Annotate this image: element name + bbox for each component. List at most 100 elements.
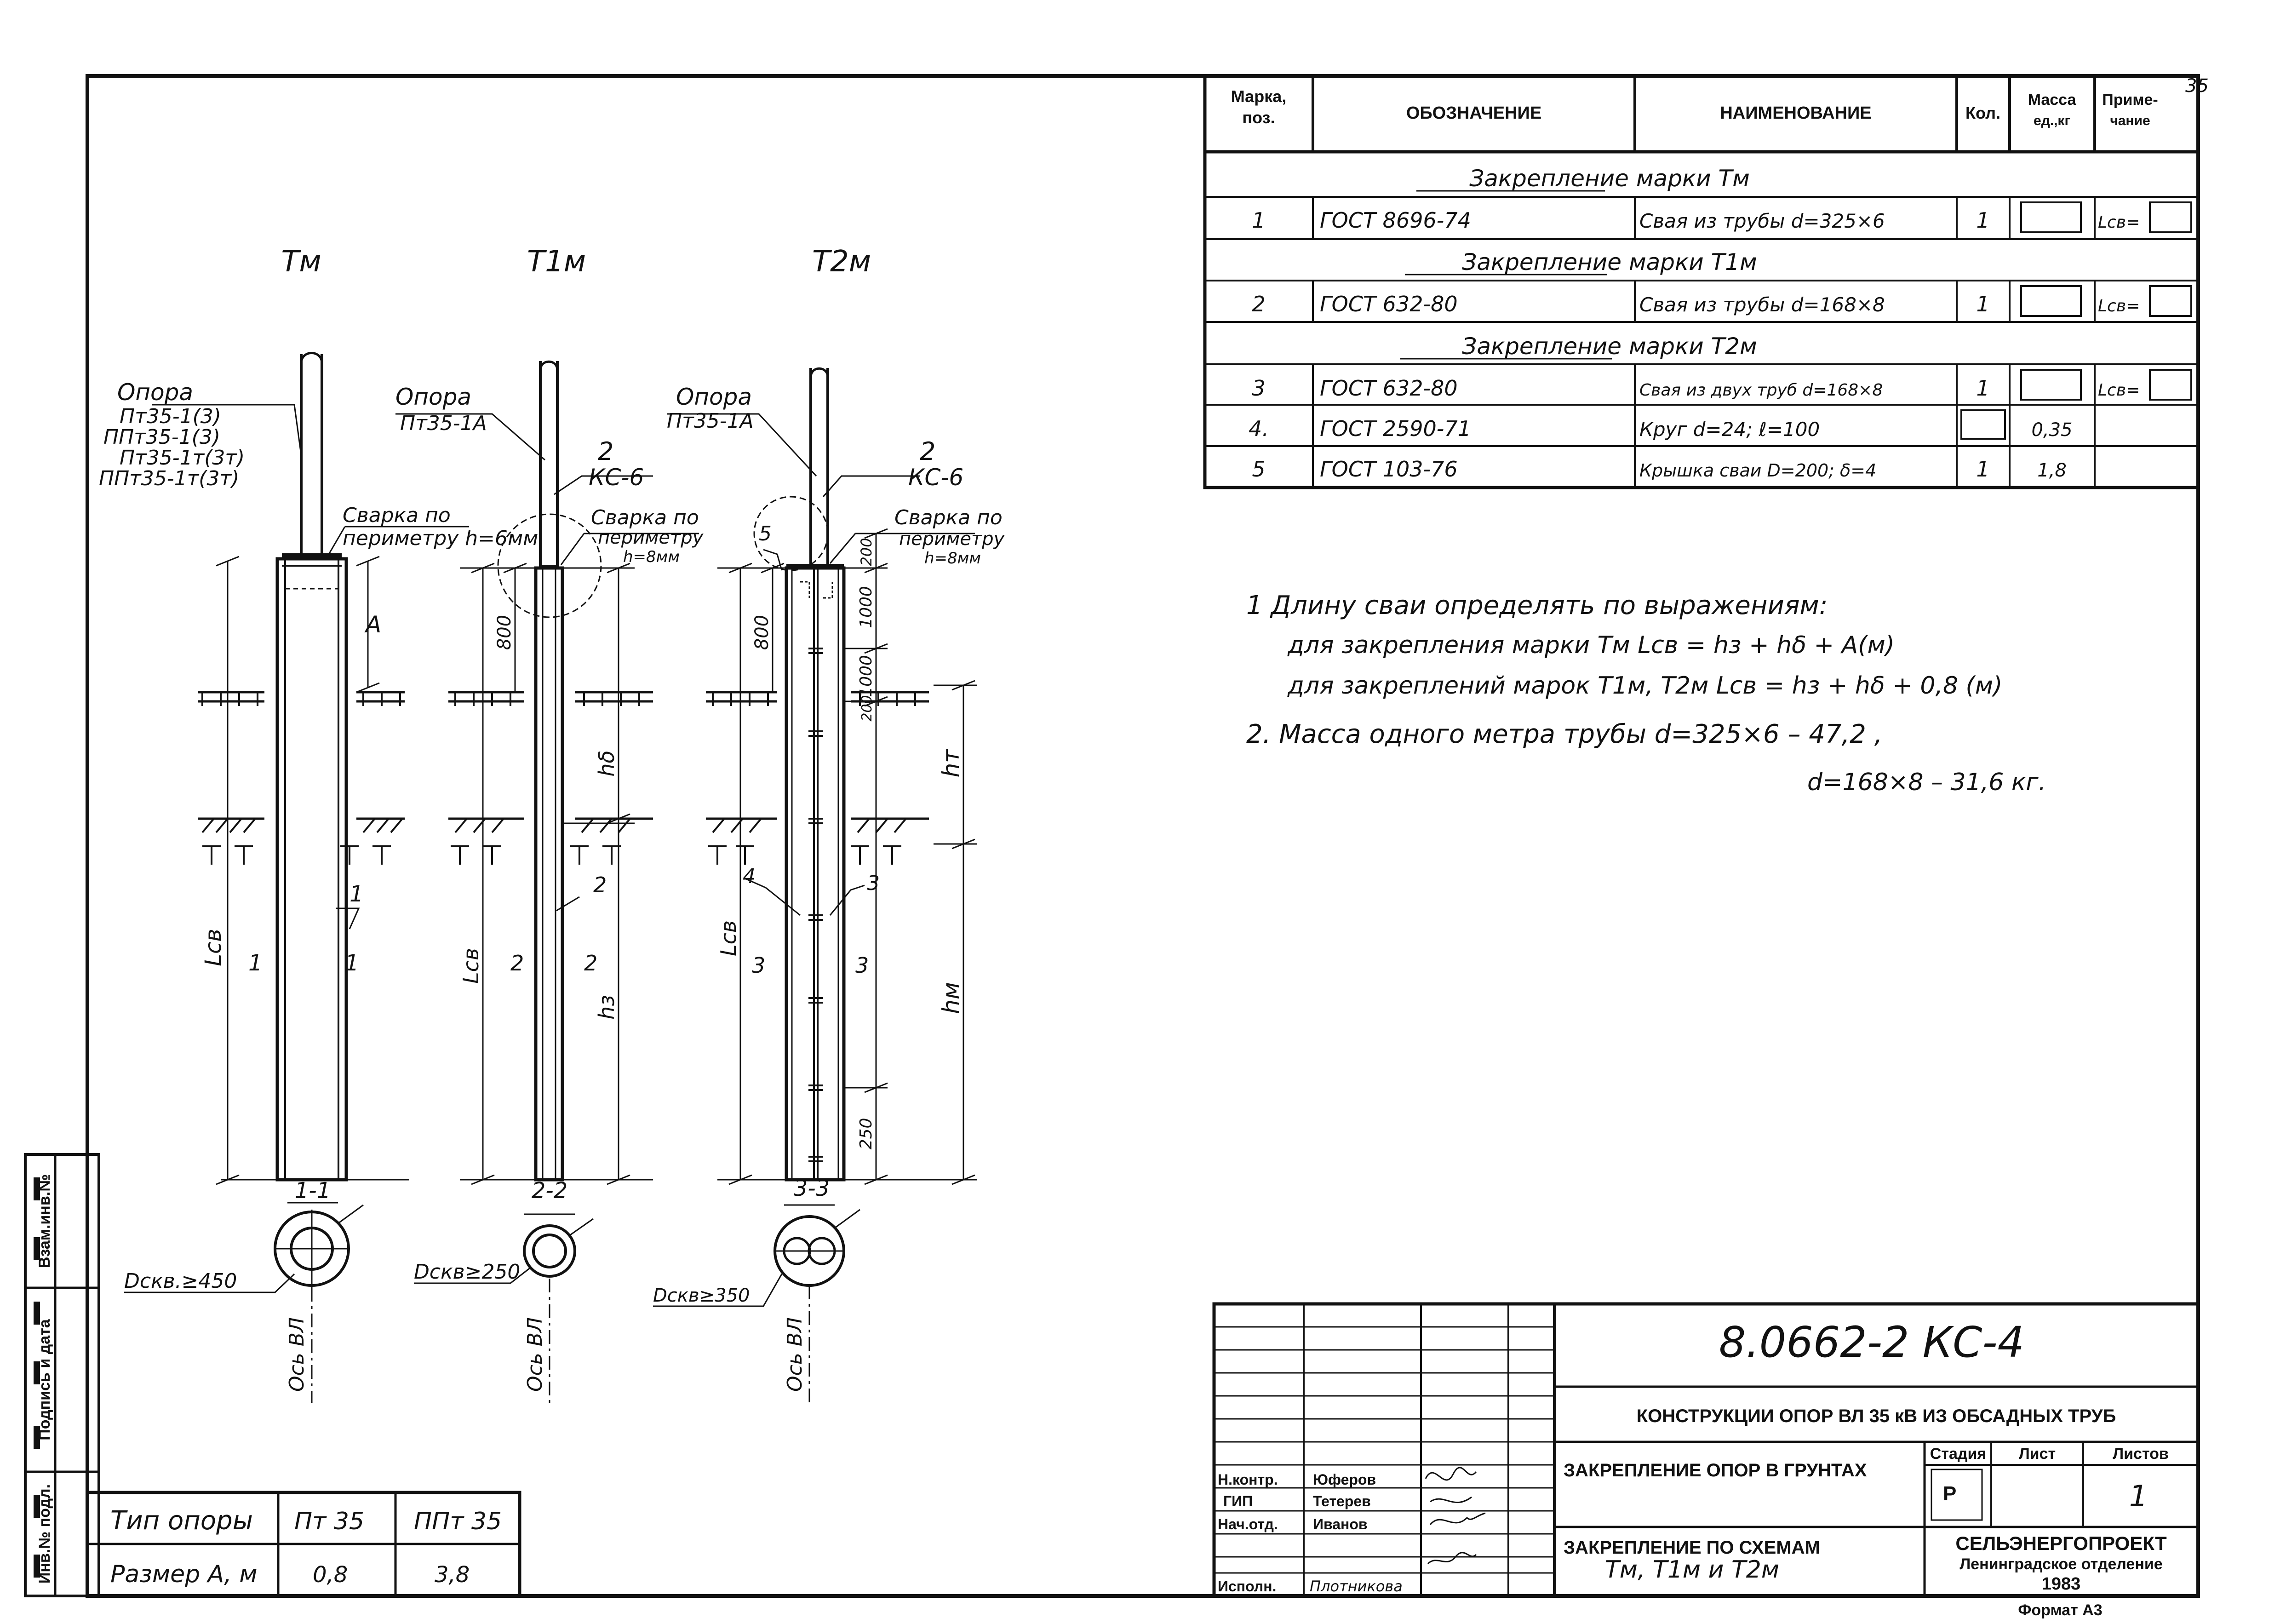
note-2-line-2: d=168×8 – 31,6 кг. xyxy=(1807,769,2046,796)
svg-text:Размер А, м: Размер А, м xyxy=(110,1561,258,1588)
project-title: КОНСТРУКЦИИ ОПОР ВЛ 35 кВ ИЗ ОБСАДНЫХ ТР… xyxy=(1637,1406,2116,1426)
header-name: НАИМЕНОВАНИЕ xyxy=(1720,103,1871,123)
svg-text:1: 1 xyxy=(2129,1480,2148,1514)
svg-text:Плотникова: Плотникова xyxy=(1310,1578,1403,1595)
svg-text:Крышка сваи D=200; δ=4: Крышка сваи D=200; δ=4 xyxy=(1639,460,1876,481)
svg-text:поз.: поз. xyxy=(1242,108,1275,127)
svg-text:3: 3 xyxy=(1252,376,1265,401)
header-mark: Марка, xyxy=(1231,87,1286,106)
type-table xyxy=(86,1491,521,1598)
spec-row: 5 ГОСТ 103-76 Крышка сваи D=200; δ=4 1 1… xyxy=(1252,457,2066,482)
svg-text:Иванов: Иванов xyxy=(1313,1516,1368,1532)
svg-text:3-3: 3-3 xyxy=(794,1176,830,1201)
svg-text:Пт 35: Пт 35 xyxy=(294,1508,364,1535)
section-title-t1m: Закрепление марки Т1м xyxy=(1462,249,1757,275)
svg-text:1: 1 xyxy=(1976,376,1989,401)
svg-text:2: 2 xyxy=(510,951,524,976)
svg-text:800: 800 xyxy=(494,615,515,650)
svg-text:1000: 1000 xyxy=(857,586,876,628)
t2m-labels: Опора Пт35-1А 2 КС-6 Сварка по периметру… xyxy=(653,384,1005,1392)
svg-text:h=8мм: h=8мм xyxy=(924,549,981,568)
side-stamp xyxy=(24,1153,100,1597)
svg-text:250: 250 xyxy=(857,1118,876,1150)
note-1-line-3: для закреплений марок Т1м, Т2м Lсв = hз … xyxy=(1287,672,2002,700)
note-2-line-1: 2. Масса одного метра трубы d=325×6 – 47… xyxy=(1246,719,1883,749)
svg-text:h=8мм: h=8мм xyxy=(623,548,680,566)
svg-text:Круг d=24; ℓ=100: Круг d=24; ℓ=100 xyxy=(1639,418,1820,441)
section-title-t2m: Закрепление марки Т2м xyxy=(1462,333,1757,360)
svg-text:5: 5 xyxy=(759,522,772,545)
spec-table xyxy=(1203,74,2200,489)
svg-text:1983: 1983 xyxy=(2042,1574,2081,1594)
schema-title-tm: Тм xyxy=(281,245,321,279)
svg-text:2: 2 xyxy=(920,437,935,466)
svg-text:Сварка по: Сварка по xyxy=(591,506,699,529)
svg-text:Пт35-1т(3т): Пт35-1т(3т) xyxy=(120,446,245,470)
section-title-tm: Закрепление марки Тм xyxy=(1469,165,1750,192)
svg-text:Инв.№ подл.: Инв.№ подл. xyxy=(36,1484,53,1584)
svg-text:Опора: Опора xyxy=(395,384,471,410)
svg-text:Dскв≥250: Dскв≥250 xyxy=(414,1260,520,1284)
note-1-line-2: для закрепления марки Тм Lсв = hз + hδ +… xyxy=(1287,631,1895,659)
svg-text:СЕЛЬЭНЕРГОПРОЕКТ: СЕЛЬЭНЕРГОПРОЕКТ xyxy=(1955,1532,2167,1554)
svg-text:ГОСТ 8696-74: ГОСТ 8696-74 xyxy=(1320,208,1471,233)
svg-text:Lсв: Lсв xyxy=(458,948,483,984)
svg-text:3,8: 3,8 xyxy=(435,1562,470,1588)
svg-text:периметру: периметру xyxy=(899,528,1005,550)
svg-text:Свая из трубы d=325×6: Свая из трубы d=325×6 xyxy=(1639,210,1885,232)
spec-row: 2 ГОСТ 632-80 Свая из трубы d=168×8 1 Lс… xyxy=(1252,292,2140,316)
svg-text:Листов: Листов xyxy=(2113,1445,2169,1463)
svg-text:Взам.инв.№: Взам.инв.№ xyxy=(36,1174,53,1268)
svg-text:hт: hт xyxy=(938,749,964,778)
svg-text:2: 2 xyxy=(584,951,597,976)
note-1-line-1: 1 Длину сваи определять по выражениям: xyxy=(1246,591,1828,620)
svg-text:Dскв.≥450: Dскв.≥450 xyxy=(124,1269,237,1293)
svg-text:1: 1 xyxy=(345,950,359,976)
spec-row: 1 ГОСТ 8696-74 Свая из трубы d=325×6 1 L… xyxy=(1252,208,2140,233)
svg-text:Lсв: Lсв xyxy=(201,929,226,966)
svg-text:ППт35-1(3): ППт35-1(3) xyxy=(103,425,220,449)
svg-text:4: 4 xyxy=(743,865,756,888)
side-stamp-text: Инв.№ подл. Подпись и дата Взам.инв.№ xyxy=(36,1174,53,1584)
svg-text:КС-6: КС-6 xyxy=(908,464,963,491)
svg-text:3: 3 xyxy=(855,953,869,978)
svg-text:Ось ВЛ: Ось ВЛ xyxy=(285,1317,309,1392)
svg-text:Подпись и дата: Подпись и дата xyxy=(36,1319,53,1440)
drawing-title-2: Тм, Т1м и Т2м xyxy=(1605,1556,1779,1584)
svg-text:Lсв=: Lсв= xyxy=(2098,297,2140,316)
spec-row: 4. ГОСТ 2590-71 Круг d=24; ℓ=100 0,35 xyxy=(1249,416,2072,441)
svg-text:Опора: Опора xyxy=(676,384,752,410)
svg-text:1: 1 xyxy=(349,881,364,907)
svg-text:5: 5 xyxy=(1252,457,1265,482)
svg-text:ГОСТ 103-76: ГОСТ 103-76 xyxy=(1320,457,1458,482)
svg-text:Пт35-1А: Пт35-1А xyxy=(667,409,754,433)
drawing-code: 8.0662-2 КС-4 xyxy=(1719,1318,2024,1367)
svg-text:Lсв=: Lсв= xyxy=(2098,381,2140,400)
header-mass: Масса xyxy=(2028,91,2077,109)
svg-text:Исполн.: Исполн. xyxy=(1218,1578,1276,1595)
svg-text:Стадия: Стадия xyxy=(1930,1445,1986,1463)
svg-text:Ось ВЛ: Ось ВЛ xyxy=(783,1317,807,1392)
svg-text:Lсв=: Lсв= xyxy=(2098,213,2140,232)
svg-text:Пт35-1А: Пт35-1А xyxy=(400,412,487,435)
svg-text:периметру h=6мм: периметру h=6мм xyxy=(343,527,538,550)
svg-text:2: 2 xyxy=(1252,292,1265,316)
svg-text:1000: 1000 xyxy=(857,655,876,697)
svg-text:hз: hз xyxy=(594,995,619,1020)
sheet-title: ЗАКРЕПЛЕНИЕ ОПОР В ГРУНТАХ xyxy=(1564,1460,1867,1481)
svg-text:800: 800 xyxy=(751,615,773,650)
sheet-frame xyxy=(86,74,2200,1598)
svg-text:hδ: hδ xyxy=(594,750,619,776)
svg-text:Lсв: Lсв xyxy=(716,920,741,956)
svg-text:Сварка по: Сварка по xyxy=(894,506,1003,529)
svg-text:3: 3 xyxy=(867,872,880,895)
svg-text:Р: Р xyxy=(1943,1482,1956,1505)
svg-text:Тетерев: Тетерев xyxy=(1313,1493,1371,1509)
header-designation: ОБОЗНАЧЕНИЕ xyxy=(1406,103,1541,123)
svg-text:1: 1 xyxy=(248,950,263,976)
svg-text:A: A xyxy=(364,611,381,638)
tm-labels: Опора Пт35-1(3) ППт35-1(3) Пт35-1т(3т) П… xyxy=(99,379,538,1392)
sheet-number: 35 xyxy=(2185,75,2209,97)
svg-text:Н.контр.: Н.контр. xyxy=(1218,1471,1278,1488)
svg-text:0,35: 0,35 xyxy=(2031,419,2072,441)
